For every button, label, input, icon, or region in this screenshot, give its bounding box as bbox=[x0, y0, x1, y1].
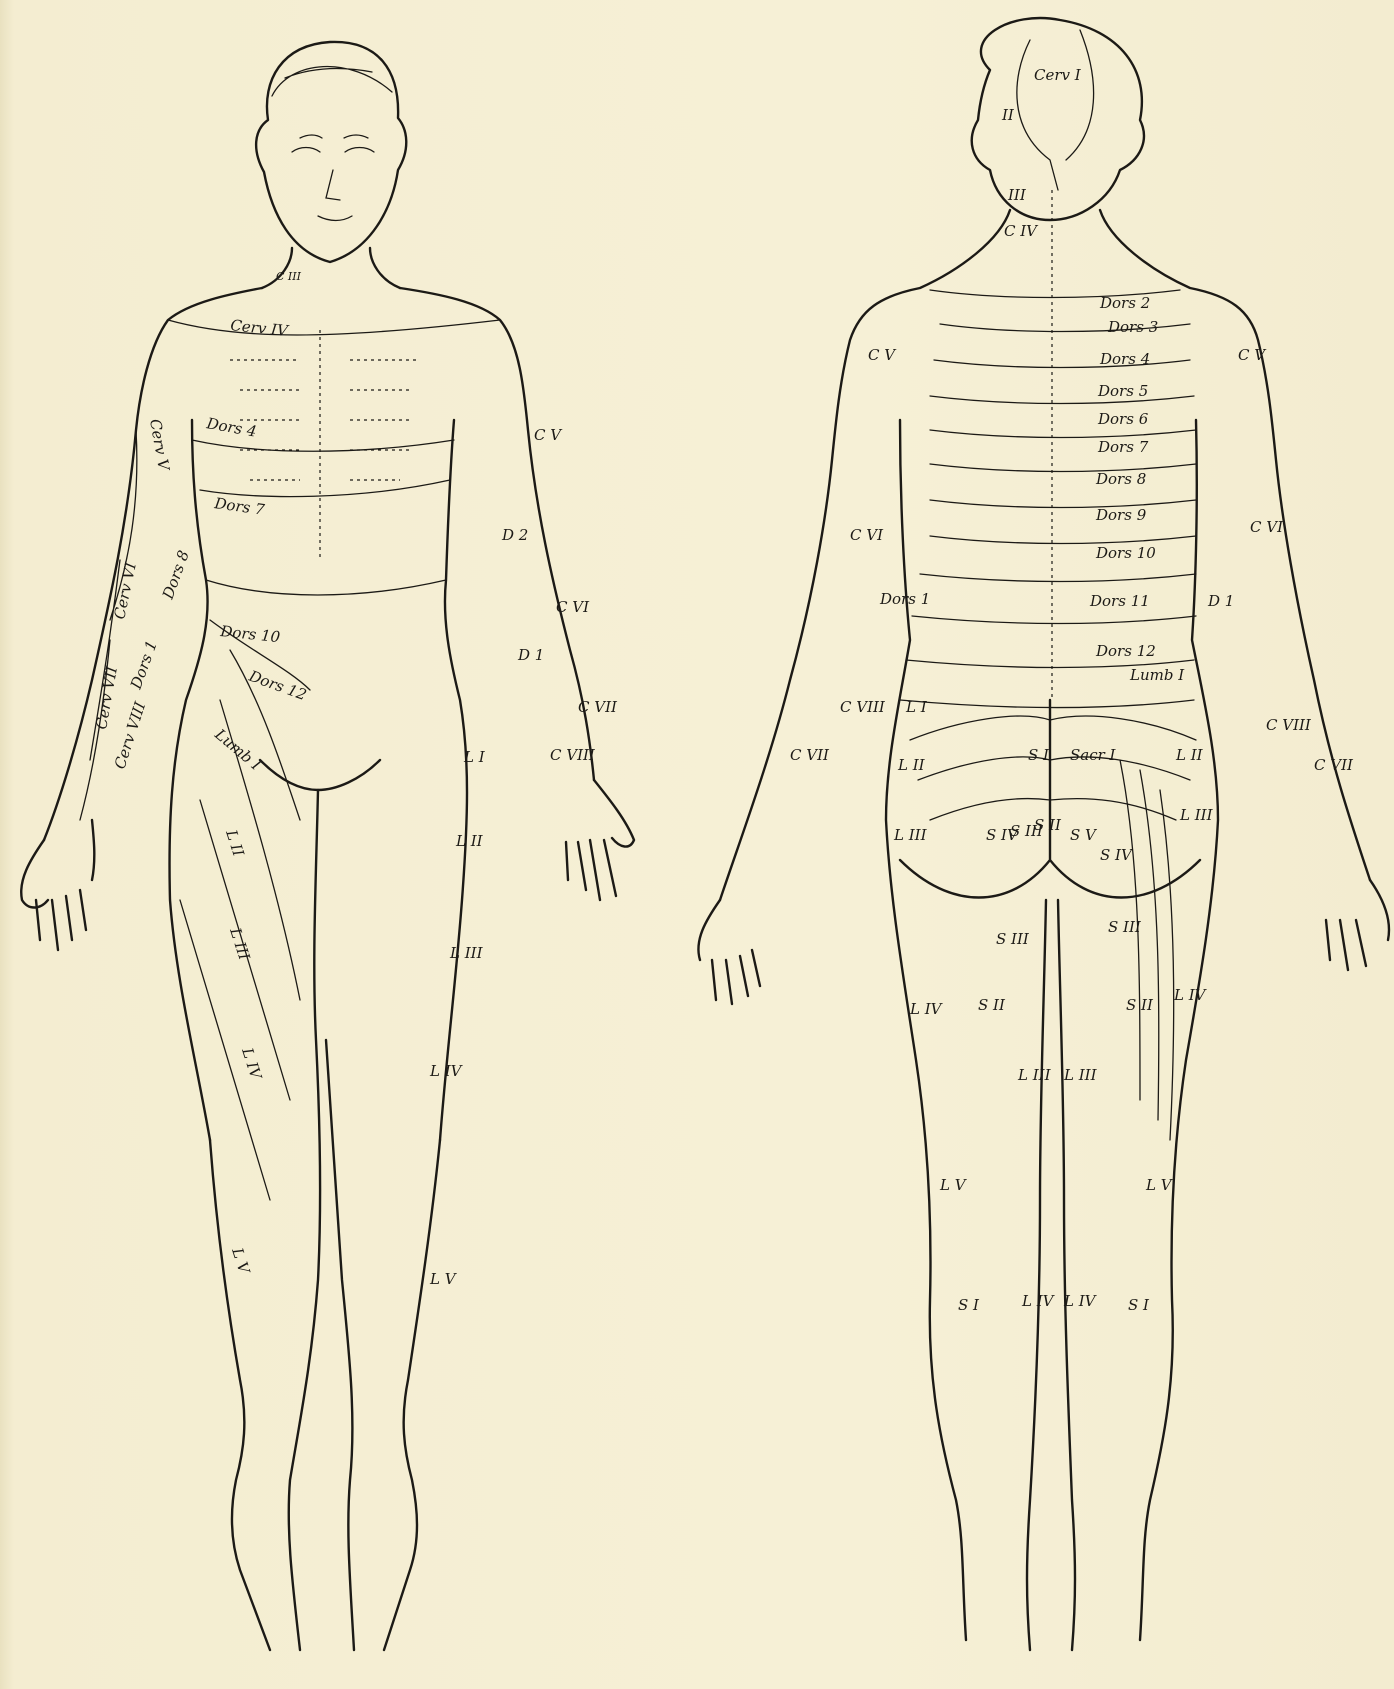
anterior-rib-dots bbox=[230, 330, 420, 560]
label-p-l4-center-b: L IV bbox=[1063, 1292, 1098, 1310]
posterior-inner-legs bbox=[1027, 900, 1075, 1650]
posterior-head-zones bbox=[1017, 30, 1094, 190]
label-p-l4-left: L IV bbox=[1173, 986, 1208, 1004]
label-a-l3-side: L III bbox=[449, 944, 484, 962]
label-a-c5-left: C V bbox=[534, 426, 563, 444]
label-p-s2-left: S II bbox=[1126, 996, 1154, 1014]
label-a-cerv4: Cerv IV bbox=[230, 316, 291, 340]
label-p-dors6: Dors 6 bbox=[1097, 410, 1149, 428]
label-a-dors1: Dors 1 bbox=[127, 638, 161, 692]
label-p-cerv1: Cerv I bbox=[1034, 66, 1082, 84]
label-a-l3-front: L III bbox=[226, 925, 254, 963]
label-p-sacr1: Sacr I bbox=[1070, 746, 1117, 764]
label-p-c8-right: C VIII bbox=[840, 698, 886, 716]
label-p-c6-right: C VI bbox=[850, 526, 884, 544]
label-a-l2-front: L II bbox=[222, 827, 248, 860]
anterior-right-hand bbox=[21, 820, 94, 950]
label-a-cerv8: Cerv VIII bbox=[111, 699, 150, 772]
label-a-d1-left: D 1 bbox=[517, 646, 544, 664]
label-a-l5-side: L V bbox=[429, 1270, 458, 1288]
label-p-dors2: Dors 2 bbox=[1099, 294, 1150, 312]
label-a-c6-left: C VI bbox=[556, 598, 590, 616]
label-p-dors5: Dors 5 bbox=[1097, 382, 1148, 400]
anterior-figure: C III Cerv IV Dors 4 Dors 7 Cerv V Dors … bbox=[21, 42, 634, 1650]
label-a-l2-side: L II bbox=[455, 832, 484, 850]
label-p-c7-left: C VII bbox=[1314, 756, 1354, 774]
anterior-legs bbox=[210, 790, 440, 1650]
label-p-dors11: Dors 11 bbox=[1089, 592, 1150, 610]
label-p-s4-b: S IV bbox=[1100, 846, 1134, 864]
label-p-l3-left: L III bbox=[1179, 806, 1214, 824]
label-p-c5-left: C V bbox=[1238, 346, 1267, 364]
label-p-l3-center-b: L III bbox=[1063, 1066, 1098, 1084]
posterior-sacral-arcs bbox=[910, 716, 1196, 1140]
label-p-s2-right: S II bbox=[978, 996, 1006, 1014]
label-p-c5-right: C V bbox=[868, 346, 897, 364]
label-p-s3-left: S III bbox=[1108, 918, 1142, 936]
label-p-c6-left: C VI bbox=[1250, 518, 1284, 536]
anterior-crotch bbox=[260, 760, 380, 790]
label-p-c4: C IV bbox=[1004, 222, 1039, 240]
label-a-l4-side: L IV bbox=[429, 1062, 464, 1080]
label-p-l2-left: L II bbox=[1175, 746, 1204, 764]
anterior-left-hand bbox=[566, 780, 634, 900]
label-p-l4-center-a: L IV bbox=[1021, 1292, 1056, 1310]
label-p-l5-right: L V bbox=[939, 1176, 968, 1194]
label-a-c3: C III bbox=[276, 270, 302, 283]
label-a-l5-front: L V bbox=[228, 1245, 254, 1278]
label-p-dors10: Dors 10 bbox=[1095, 544, 1156, 562]
posterior-figure: Cerv I II III C IV Dors 2 Dors 3 Dors 4 … bbox=[698, 18, 1389, 1650]
label-p-l1: L I bbox=[905, 698, 928, 716]
anterior-face bbox=[292, 135, 374, 221]
label-p-3: III bbox=[1007, 186, 1027, 204]
label-p-l5-left: L V bbox=[1145, 1176, 1174, 1194]
label-p-dors12: Dors 12 bbox=[1095, 642, 1156, 660]
label-p-dors1: Dors 1 bbox=[879, 590, 930, 608]
posterior-shoulders bbox=[720, 210, 1370, 900]
label-p-dors8: Dors 8 bbox=[1095, 470, 1146, 488]
label-p-l3-center-a: L III bbox=[1017, 1066, 1052, 1084]
label-p-l4-right: L IV bbox=[909, 1000, 944, 1018]
posterior-buttocks bbox=[900, 700, 1200, 898]
label-p-s1-right: S I bbox=[958, 1296, 980, 1314]
label-p-dors9: Dors 9 bbox=[1095, 506, 1147, 524]
label-p-c8-left: C VIII bbox=[1266, 716, 1312, 734]
label-p-s1-top: S I bbox=[1028, 746, 1050, 764]
label-a-dors7: Dors 7 bbox=[212, 494, 266, 519]
label-p-s3-right: S III bbox=[996, 930, 1030, 948]
label-a-l4-front: L IV bbox=[238, 1045, 266, 1084]
posterior-right-hand bbox=[698, 900, 760, 1004]
anterior-hair bbox=[272, 67, 392, 96]
label-p-s1-left: S I bbox=[1128, 1296, 1150, 1314]
label-p-lumb1: Lumb I bbox=[1129, 666, 1185, 684]
anterior-torso-sides bbox=[170, 420, 467, 1140]
label-a-dors8: Dors 8 bbox=[159, 548, 193, 602]
label-p-d1: D 1 bbox=[1207, 592, 1234, 610]
posterior-left-hand bbox=[1326, 880, 1389, 970]
label-p-dors7: Dors 7 bbox=[1097, 438, 1149, 456]
label-p-l3: L III bbox=[893, 826, 928, 844]
label-a-c7-left: C VII bbox=[578, 698, 618, 716]
label-a-c8-left: C VIII bbox=[550, 746, 596, 764]
label-p-c7-right: C VII bbox=[790, 746, 830, 764]
label-a-dors4: Dors 4 bbox=[204, 414, 258, 441]
anterior-head-outline bbox=[256, 42, 406, 262]
label-p-dors3: Dors 3 bbox=[1107, 318, 1158, 336]
label-a-cerv7: Cerv VII bbox=[92, 664, 121, 731]
label-a-dors10: Dors 10 bbox=[219, 622, 282, 646]
label-a-lumb1: Lumb I bbox=[211, 725, 266, 775]
label-a-cerv5: Cerv V bbox=[146, 418, 173, 474]
label-p-2: II bbox=[1001, 106, 1015, 124]
label-a-d2: D 2 bbox=[501, 526, 528, 544]
label-p-dors4: Dors 4 bbox=[1099, 350, 1150, 368]
label-p-l2: L II bbox=[897, 756, 926, 774]
label-a-l1-side: L I bbox=[463, 748, 486, 766]
label-p-s4-a: S IV bbox=[986, 826, 1020, 844]
label-p-s5: S V bbox=[1070, 826, 1098, 844]
